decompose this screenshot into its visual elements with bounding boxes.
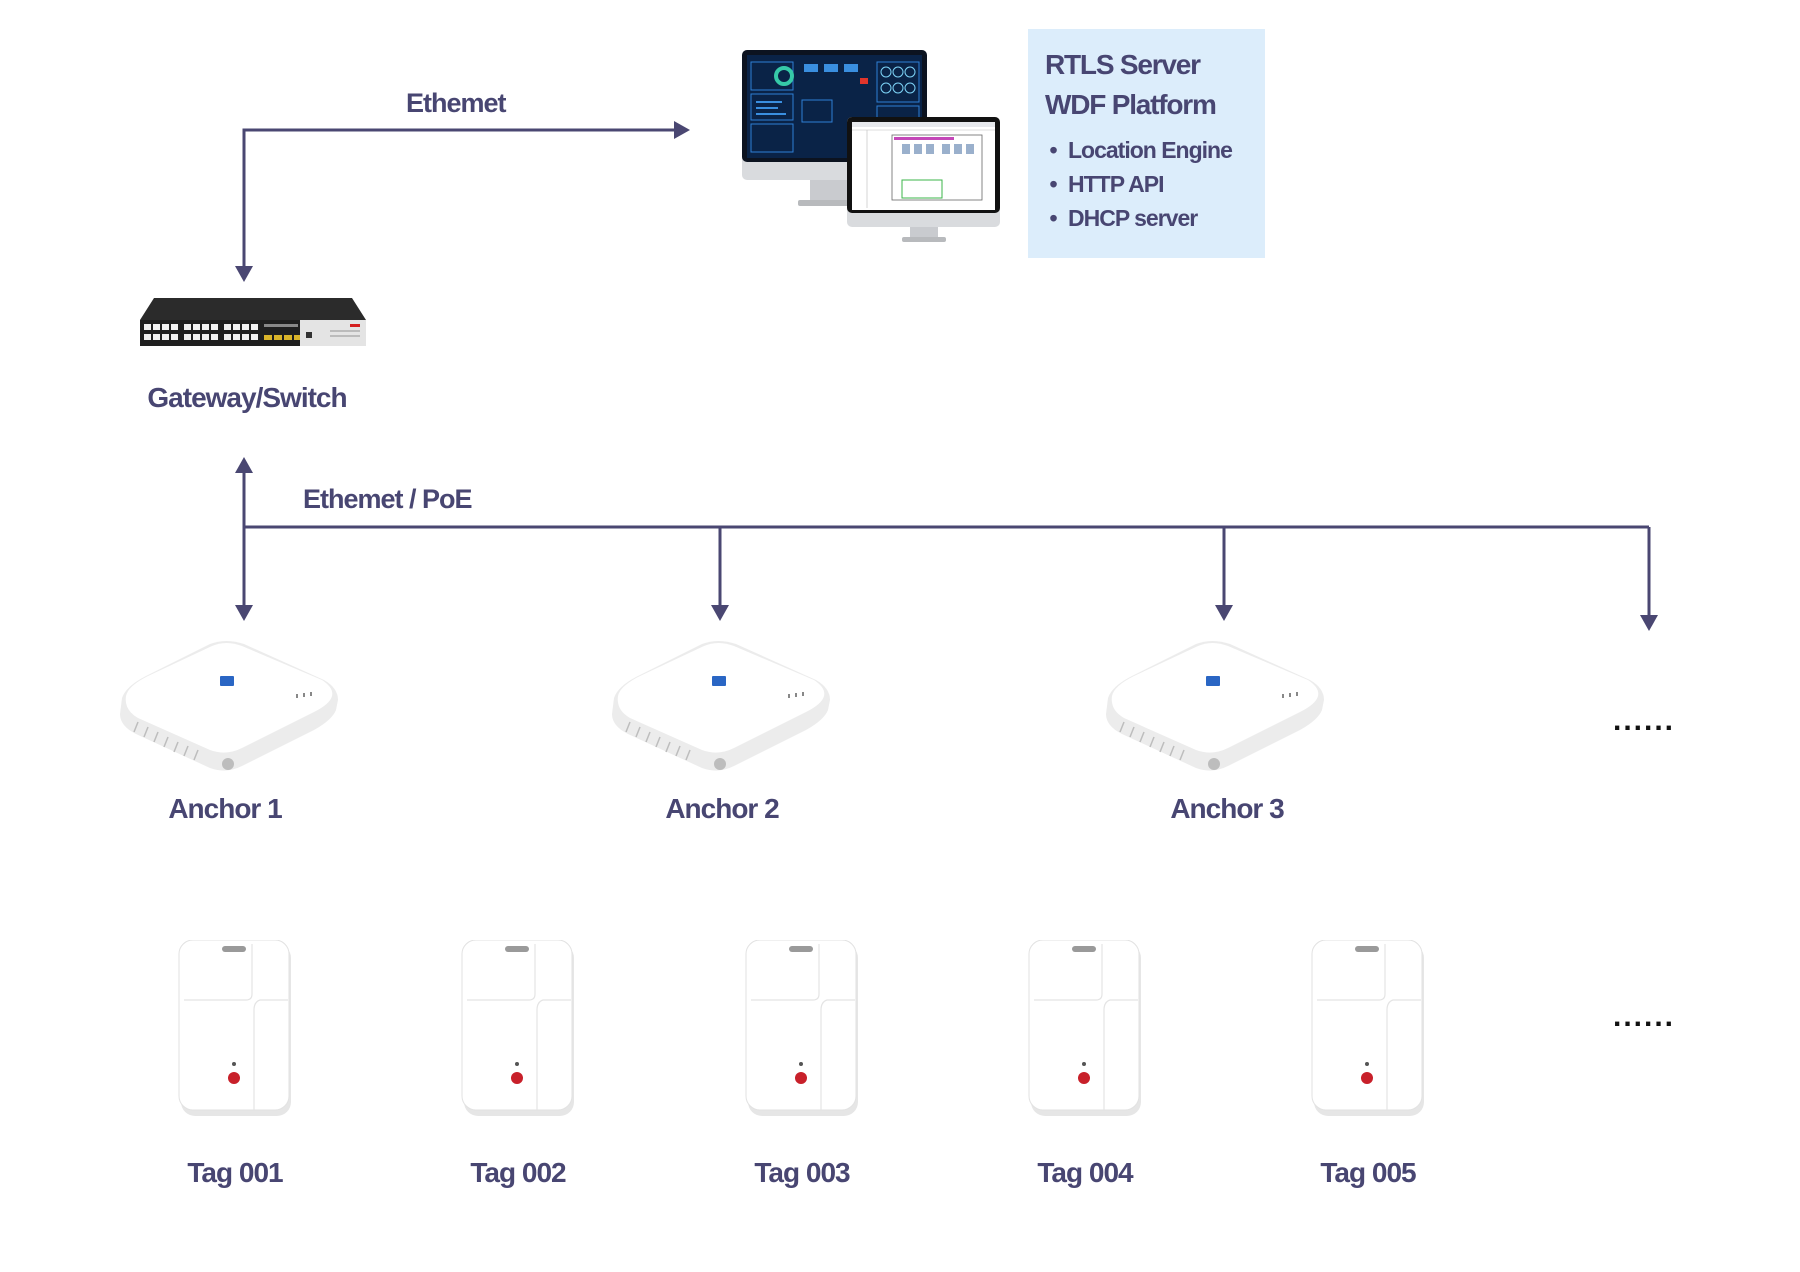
- feature-item: •Location Engine: [1049, 137, 1233, 163]
- anchor-1-label: Anchor 1: [168, 793, 282, 824]
- anchor-logo-icon: [1206, 676, 1220, 686]
- tag-005-label: Tag 005: [1320, 1157, 1416, 1188]
- feature-item: •DHCP server: [1049, 205, 1198, 231]
- tag-003-device: [745, 939, 861, 1120]
- server-monitors-image: [742, 50, 1000, 245]
- arrow-head-anchor-1: [235, 605, 253, 621]
- anchor-logo-icon: [712, 676, 726, 686]
- anchor-2-label: Anchor 2: [665, 793, 779, 824]
- feature-item: •HTTP API: [1049, 171, 1165, 197]
- feature-label: HTTP API: [1068, 171, 1165, 197]
- more-tags-ellipsis: ......: [1613, 1000, 1676, 1033]
- arrow-head-up-switch: [235, 457, 253, 473]
- tag-004-label: Tag 004: [1037, 1157, 1133, 1188]
- ethernet-link-label: Ethemet: [406, 88, 507, 118]
- ethernet-link-line: [242, 128, 676, 272]
- anchor-logo-icon: [220, 676, 234, 686]
- tag-001-label: Tag 001: [187, 1157, 283, 1188]
- arrow-head-anchor-3: [1215, 605, 1233, 621]
- tag-button-icon: [795, 1072, 807, 1084]
- arrow-head-to-server: [674, 121, 690, 139]
- feature-label: Location Engine: [1068, 137, 1233, 163]
- tag-004-device: [1028, 939, 1144, 1120]
- more-anchors-ellipsis: ......: [1613, 704, 1676, 737]
- gateway-switch-label: Gateway/Switch: [147, 382, 347, 413]
- anchor-2-device: [610, 638, 832, 778]
- rtls-server-info-box: RTLS Server WDF Platform •Location Engin…: [1028, 29, 1265, 258]
- anchor-1-device: [118, 638, 340, 778]
- arrow-head-anchor-2: [711, 605, 729, 621]
- server-feature-list: •Location Engine •HTTP API •DHCP server: [1042, 133, 1232, 235]
- feature-label: DHCP server: [1068, 205, 1198, 231]
- server-title: RTLS Server: [1045, 49, 1201, 80]
- tag-002-device: [461, 939, 577, 1120]
- tag-005-device: [1311, 939, 1427, 1120]
- anchor-3-label: Anchor 3: [1170, 793, 1284, 824]
- tag-002-label: Tag 002: [470, 1157, 566, 1188]
- arrow-head-more: [1640, 615, 1658, 631]
- tag-button-icon: [511, 1072, 523, 1084]
- anchor-3-device: [1104, 638, 1326, 778]
- platform-title: WDF Platform: [1045, 89, 1217, 120]
- tag-001-device: [178, 939, 294, 1120]
- gateway-switch-image: [140, 296, 366, 352]
- tag-button-icon: [1361, 1072, 1373, 1084]
- tag-003-label: Tag 003: [754, 1157, 850, 1188]
- poe-bus-label: Ethemet / PoE: [303, 484, 473, 514]
- tag-button-icon: [1078, 1072, 1090, 1084]
- tag-button-icon: [228, 1072, 240, 1084]
- arrow-head-to-switch: [235, 266, 253, 282]
